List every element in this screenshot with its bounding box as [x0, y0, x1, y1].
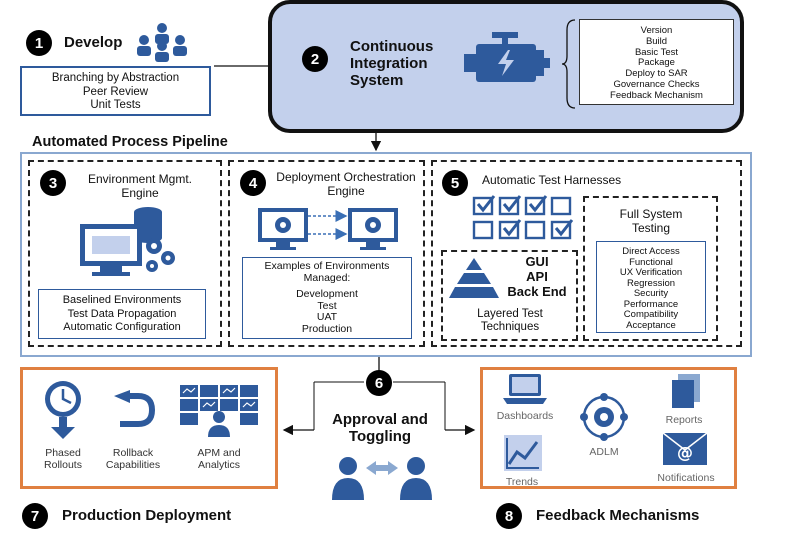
step-number-4: 4	[240, 170, 266, 196]
layer-backend: Back End	[507, 284, 567, 299]
approval-title: Approval and Toggling	[332, 411, 428, 445]
examples-title: Managed:	[303, 271, 351, 284]
full-system-items-box: Direct Access Functional UX Verification…	[596, 241, 706, 333]
ci-step: Package	[638, 57, 675, 69]
gear-network-icon	[580, 393, 628, 441]
rollback-arrow-icon	[114, 390, 156, 427]
step-number-1: 1	[26, 30, 52, 56]
layered-techniques-title: Layered Test Techniques	[477, 308, 543, 333]
develop-item: Unit Tests	[90, 99, 141, 111]
full-system-item: UX Verification	[619, 267, 683, 278]
ci-step: Version	[640, 25, 673, 36]
pipeline-panel	[20, 152, 752, 357]
production-title: Production Deployment	[62, 507, 232, 524]
env-mgmt-item: Test Data Propagation	[67, 307, 177, 320]
step-number-6: 6	[366, 370, 392, 396]
trend-chart-icon	[504, 435, 542, 471]
ci-title: Continuous Integration System	[350, 38, 434, 89]
pyramid-icon	[449, 258, 499, 298]
full-system-item: Regression	[626, 277, 676, 289]
develop-practices-box: Branching by Abstraction Peer Review Uni…	[20, 66, 211, 116]
step-number-2: 2	[302, 46, 328, 72]
full-system-item: Security	[633, 288, 669, 299]
env-mgmt-items-box: Baselined Environments Test Data Propaga…	[38, 289, 206, 339]
team-icon	[137, 23, 187, 62]
feedback-title: Feedback Mechanisms	[536, 507, 700, 524]
full-system-item: Direct Access	[622, 246, 680, 257]
ci-step: Governance Checks	[613, 78, 700, 90]
step-number-3: 3	[40, 170, 66, 196]
test-harness-panel	[431, 160, 742, 347]
laptop-icon	[503, 374, 547, 404]
monitor-gear-icon	[348, 208, 398, 250]
handoff-people-icon	[332, 457, 432, 500]
develop-title: Develop	[64, 34, 123, 51]
full-system-item: Functional	[629, 256, 673, 268]
deploy-orch-panel	[228, 160, 425, 347]
feedback-item-label: Reports	[665, 414, 703, 426]
pipeline-title: Automated Process Pipeline	[32, 134, 228, 150]
step-number-7: 7	[22, 503, 48, 529]
layered-techniques-panel	[441, 250, 578, 341]
env-mgmt-item: Automatic Configuration	[63, 321, 181, 333]
test-harness-title: Automatic Test Harnesses	[482, 173, 622, 187]
feedback-item-label: Dashboards	[496, 410, 554, 422]
checklist-grid-icon	[472, 195, 574, 240]
full-system-title: Full System Testing	[619, 207, 683, 235]
stopwatch-icon	[45, 381, 81, 439]
monitoring-room-icon	[180, 385, 258, 437]
full-system-item: Compatibility	[623, 309, 679, 320]
step-number-8: 8	[496, 503, 522, 529]
layer-api: API	[526, 269, 548, 284]
deploy-orch-title: Deployment Orchestration Engine	[276, 170, 416, 198]
engine-icon	[464, 32, 550, 82]
ci-step: Deploy to SAR	[625, 68, 688, 80]
test-layers: GUI API Back End	[502, 254, 572, 299]
full-system-item: Performance	[623, 298, 679, 310]
brace-icon	[561, 19, 576, 109]
feedback-item-label: Notifications	[657, 472, 715, 484]
develop-item: Branching by Abstraction	[51, 72, 180, 84]
ci-step: Basic Test	[634, 46, 679, 58]
full-system-testing-panel	[583, 196, 718, 341]
documents-icon	[672, 374, 700, 408]
full-system-item: Acceptance	[626, 319, 676, 331]
env-mgmt-title: Environment Mgmt. Engine	[87, 172, 193, 200]
monitor-gear-icon	[258, 208, 308, 250]
env-mgmt-item: Baselined Environments	[62, 294, 182, 306]
production-deployment-panel	[20, 367, 278, 489]
feedback-item-label: Trends	[505, 476, 539, 488]
environment-item: Production	[301, 322, 353, 335]
examples-title: Examples of Environments	[264, 260, 390, 272]
environment-item: UAT	[316, 311, 338, 323]
mail-icon: @	[662, 432, 708, 465]
env-mgmt-panel	[28, 160, 222, 347]
ci-step: Build	[645, 35, 668, 47]
layer-gui: GUI	[525, 254, 549, 269]
svg-text:@: @	[677, 443, 693, 462]
feedback-item-label: ADLM	[589, 446, 619, 458]
ci-step: Feedback Mechanism	[610, 89, 703, 101]
ci-steps-box: Version Build Basic Test Package Deploy …	[579, 19, 734, 105]
feedback-mechanisms-panel	[480, 367, 737, 489]
develop-item: Peer Review	[82, 85, 149, 98]
environment-item: Test	[317, 299, 337, 312]
step-number-5: 5	[442, 170, 468, 196]
environment-item: Development	[296, 288, 358, 300]
deploy-env-examples-box: Examples of Environments Managed: Develo…	[242, 257, 412, 339]
computer-database-icon	[80, 207, 175, 276]
